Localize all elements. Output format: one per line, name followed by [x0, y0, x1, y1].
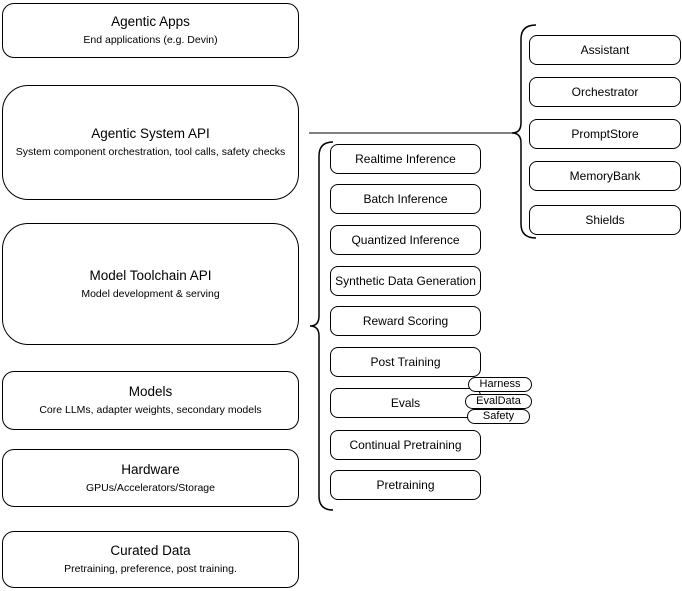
node-quantized-inference: Quantized Inference — [330, 225, 481, 255]
node-label: Assistant — [580, 43, 630, 57]
node-subtitle: Pretraining, preference, post training. — [64, 563, 237, 576]
node-title: Curated Data — [110, 543, 191, 559]
node-label: Pretraining — [376, 478, 435, 492]
node-agentic-apps: Agentic Apps End applications (e.g. Devi… — [2, 3, 299, 58]
tag-label: Safety — [482, 410, 515, 422]
node-label: Realtime Inference — [355, 152, 456, 166]
node-models: Models Core LLMs, adapter weights, secon… — [2, 371, 299, 430]
node-label: Quantized Inference — [351, 233, 460, 247]
node-title: Hardware — [121, 461, 180, 477]
tag-safety: Safety — [467, 409, 530, 424]
node-label: Reward Scoring — [362, 314, 449, 328]
node-synthetic-data-generation: Synthetic Data Generation — [330, 266, 481, 296]
node-label: Synthetic Data Generation — [335, 274, 476, 288]
node-title: Agentic System API — [91, 126, 210, 142]
tag-label: Harness — [479, 378, 521, 390]
node-label: Shields — [585, 213, 625, 227]
node-label: Batch Inference — [363, 192, 448, 206]
node-subtitle: End applications (e.g. Devin) — [83, 34, 218, 47]
node-hardware: Hardware GPUs/Accelerators/Storage — [2, 449, 299, 507]
node-realtime-inference: Realtime Inference — [330, 144, 481, 174]
node-shields: Shields — [529, 205, 681, 235]
node-batch-inference: Batch Inference — [330, 184, 481, 214]
node-evals: Evals — [330, 388, 481, 418]
node-subtitle: GPUs/Accelerators/Storage — [86, 481, 215, 494]
tag-harness: Harness — [468, 377, 532, 392]
node-subtitle: Model development & serving — [81, 287, 220, 300]
node-model-toolchain-api: Model Toolchain API Model development & … — [2, 223, 299, 345]
node-pretraining: Pretraining — [330, 470, 481, 500]
node-agentic-system-api: Agentic System API System component orch… — [2, 85, 299, 200]
node-promptstore: PromptStore — [529, 119, 681, 149]
node-memorybank: MemoryBank — [529, 161, 681, 191]
node-continual-pretraining: Continual Pretraining — [330, 430, 481, 460]
node-title: Models — [128, 384, 173, 400]
node-title: Model Toolchain API — [89, 267, 212, 283]
node-orchestrator: Orchestrator — [529, 77, 681, 107]
node-label: MemoryBank — [569, 169, 641, 183]
tag-evaldata: EvalData — [465, 394, 532, 409]
node-subtitle: Core LLMs, adapter weights, secondary mo… — [39, 404, 262, 417]
node-post-training: Post Training — [330, 347, 481, 377]
node-subtitle: System component orchestration, tool cal… — [15, 146, 286, 159]
node-assistant: Assistant — [529, 35, 681, 65]
node-curated-data: Curated Data Pretraining, preference, po… — [2, 531, 299, 588]
node-label: Evals — [390, 396, 421, 410]
node-title: Agentic Apps — [111, 14, 190, 30]
node-reward-scoring: Reward Scoring — [330, 306, 481, 336]
tag-label: EvalData — [476, 395, 521, 407]
node-label: Post Training — [370, 355, 441, 369]
node-label: Orchestrator — [571, 85, 639, 99]
node-label: Continual Pretraining — [349, 438, 462, 452]
node-label: PromptStore — [571, 127, 639, 141]
